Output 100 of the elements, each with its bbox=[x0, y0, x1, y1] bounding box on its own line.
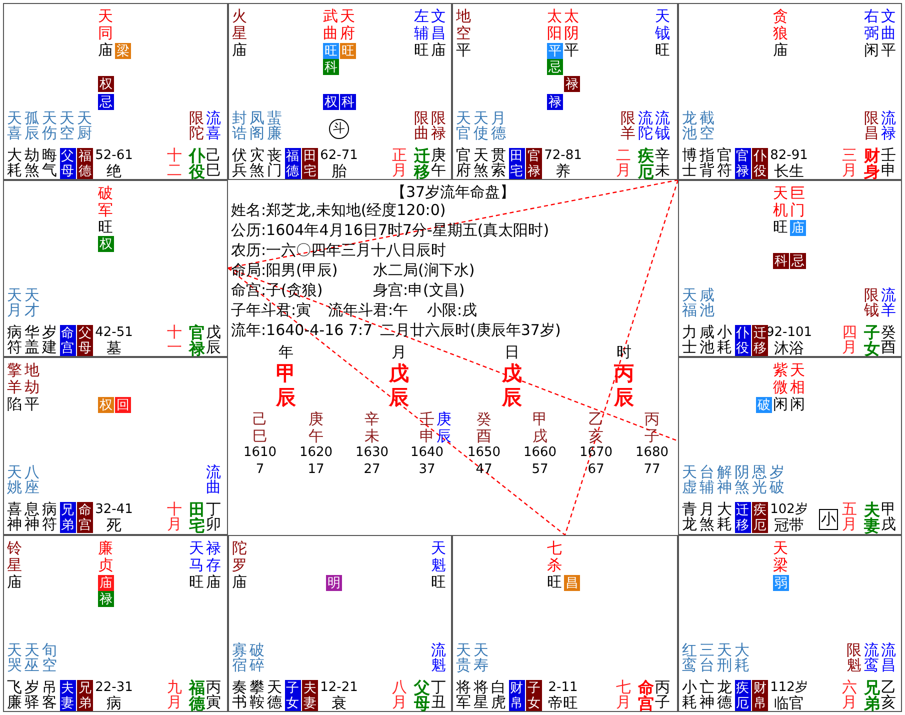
star-name: 破碎 bbox=[250, 643, 264, 673]
brightness-label: 庙 bbox=[98, 43, 113, 58]
brightness-label: 平 bbox=[456, 43, 471, 58]
palace-tag: 子女 bbox=[284, 680, 300, 711]
brightness-label: 平 bbox=[24, 397, 40, 412]
brightness-label: 旺 bbox=[414, 43, 429, 58]
palace-panel bbox=[3, 3, 228, 180]
star-tag: 科 bbox=[773, 253, 789, 269]
palace-tag: 田宅 bbox=[302, 148, 318, 179]
star-name: 大耗 bbox=[7, 148, 22, 178]
star-name: 奏书 bbox=[232, 680, 247, 710]
star-name: 红鸾 bbox=[682, 643, 697, 673]
star-name: 限钺 bbox=[864, 288, 879, 318]
info-text: 身宫:申(文昌) bbox=[373, 283, 465, 298]
life-stage: 胎 bbox=[332, 164, 346, 179]
palace-name: 官禄 bbox=[189, 325, 205, 357]
star-tag: 明 bbox=[326, 575, 342, 591]
star-name: 天月 bbox=[7, 288, 22, 318]
chart-title: 【37岁流年命盘】 bbox=[390, 185, 516, 200]
palace-tag: 仆役 bbox=[752, 148, 768, 179]
star-name: 限禄 bbox=[431, 111, 446, 141]
life-stage: 长生 bbox=[774, 164, 804, 179]
star-tag: 旺 bbox=[340, 43, 356, 59]
palace-tag: 父母 bbox=[77, 325, 93, 356]
stem-branch: 丁卯 bbox=[206, 502, 221, 532]
star-name: 病符 bbox=[7, 325, 22, 355]
info-text: 流年:1640-4-16 7:7 bbox=[231, 323, 373, 338]
pillar-label: 年 bbox=[278, 345, 294, 360]
star-name: 天巫 bbox=[24, 643, 40, 673]
info-text: 小限:戌 bbox=[427, 303, 478, 318]
brightness-label: 庙 bbox=[773, 43, 788, 58]
star-name: 阴煞 bbox=[734, 465, 750, 495]
palace-tag: 疾厄 bbox=[752, 502, 768, 533]
pillar-stem-branch: 甲辰 bbox=[276, 361, 296, 409]
stem-branch: 丁丑 bbox=[431, 680, 446, 710]
palace-tag: 迁移 bbox=[752, 325, 768, 356]
star-name: 寡宿 bbox=[232, 643, 247, 673]
stem-branch: 壬申 bbox=[881, 148, 896, 178]
star-name: 左辅 bbox=[414, 8, 429, 42]
star-name: 天虚 bbox=[682, 465, 697, 495]
star-name: 青龙 bbox=[682, 502, 697, 532]
info-text: 姓名:郑芝龙,未知地(经度120:0) bbox=[231, 203, 446, 218]
month-label: 十月 bbox=[167, 502, 182, 532]
star-name: 天相 bbox=[790, 362, 805, 396]
star-name: 天官 bbox=[456, 111, 471, 141]
month-label: 正月 bbox=[392, 148, 407, 178]
star-name: 右弼 bbox=[864, 8, 879, 42]
age-range: 82-91 bbox=[770, 149, 808, 162]
star-name: 月德 bbox=[491, 111, 506, 141]
star-name: 破军 bbox=[98, 185, 113, 219]
year-number: 1670 bbox=[579, 446, 613, 459]
palace-name: 迁移 bbox=[414, 148, 430, 180]
age-range: 62-71 bbox=[320, 149, 358, 162]
star-name: 天姚 bbox=[7, 465, 22, 495]
star-name: 灾煞 bbox=[250, 148, 264, 178]
palace-panel bbox=[3, 357, 228, 535]
star-name: 铃星 bbox=[7, 540, 22, 574]
month-label: 二月 bbox=[616, 148, 631, 178]
brightness-label: 旺 bbox=[547, 575, 562, 590]
year-number: 1650 bbox=[467, 446, 501, 459]
star-name: 陀罗 bbox=[232, 540, 247, 574]
star-name: 流禄 bbox=[881, 111, 896, 141]
stem-branch: 甲戌 bbox=[532, 411, 548, 445]
year-number: 1640 bbox=[410, 446, 444, 459]
star-name: 天才 bbox=[24, 288, 40, 318]
palace-tag: 田宅 bbox=[508, 148, 524, 179]
palace-name: 财身 bbox=[864, 148, 880, 180]
palace-tag: 命宫 bbox=[77, 502, 93, 533]
star-name: 白虎 bbox=[491, 680, 506, 710]
brightness-label: 陷 bbox=[7, 397, 22, 412]
star-name: 廉贞 bbox=[98, 540, 113, 574]
age-range: 2-11 bbox=[548, 681, 578, 694]
palace-panel bbox=[228, 535, 452, 712]
star-name: 文曲 bbox=[881, 8, 896, 42]
palace-panel bbox=[452, 535, 678, 712]
palace-tag: 官禄 bbox=[526, 148, 542, 179]
star-name: 贪狼 bbox=[773, 8, 788, 42]
palace-name: 父母 bbox=[414, 680, 430, 712]
star-tag: 破 bbox=[756, 397, 772, 413]
star-name: 华盖 bbox=[24, 325, 40, 355]
star-name: 天寿 bbox=[474, 643, 488, 673]
palace-panel bbox=[678, 180, 902, 357]
star-name: 天机 bbox=[773, 185, 788, 219]
month-label: 九月 bbox=[167, 680, 182, 710]
star-name: 地劫 bbox=[24, 362, 40, 396]
palace-name: 福德 bbox=[189, 680, 205, 712]
star-tag: 禄 bbox=[547, 94, 563, 110]
star-name: 恩光 bbox=[752, 465, 767, 495]
star-name: 孤辰 bbox=[24, 111, 40, 141]
age-number: 7 bbox=[256, 463, 264, 476]
star-tag: 科 bbox=[340, 94, 356, 110]
star-name: 截空 bbox=[700, 111, 714, 141]
star-name: 博士 bbox=[682, 148, 697, 178]
stem-branch: 戊辰 bbox=[206, 325, 221, 355]
star-name: 息神 bbox=[24, 502, 40, 532]
star-name: 天煞 bbox=[474, 148, 488, 178]
palace-tag: 兄弟 bbox=[60, 502, 76, 533]
palace-name: 仆役 bbox=[189, 148, 205, 180]
star-name: 劫煞 bbox=[24, 148, 40, 178]
palace-tag: 疾厄 bbox=[734, 680, 750, 711]
